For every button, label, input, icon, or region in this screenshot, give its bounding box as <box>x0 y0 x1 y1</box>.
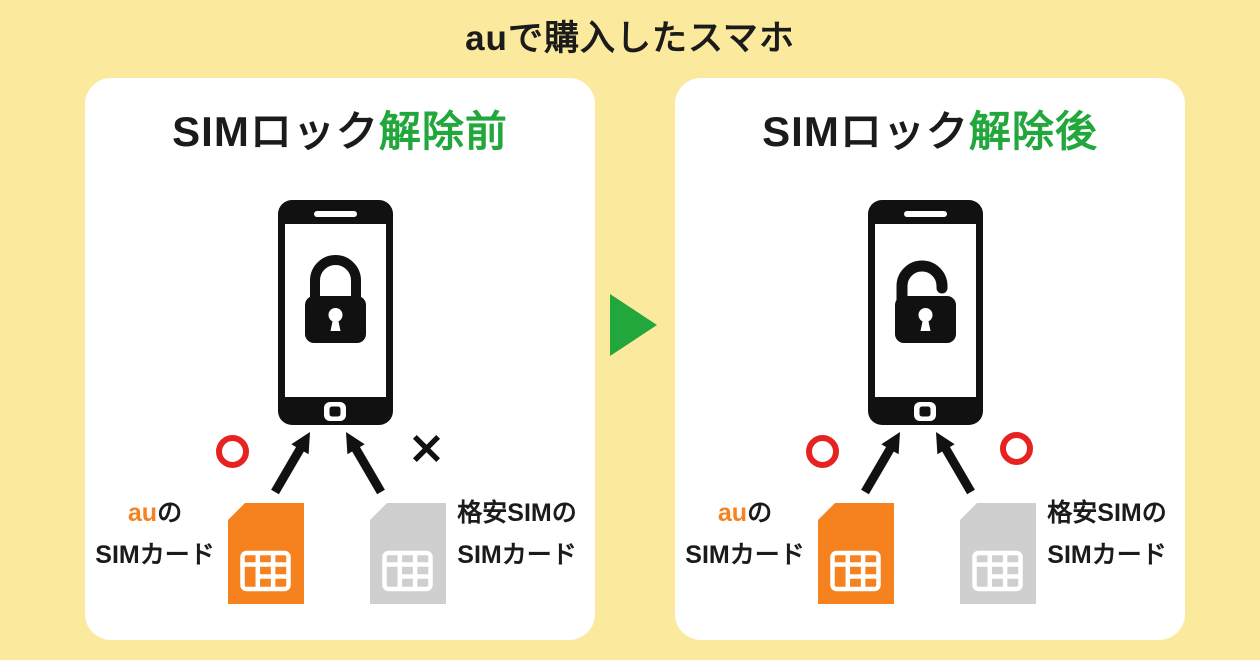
panel-after-unlock: SIMロック解除後 <box>675 78 1185 640</box>
au-sim-label-line2: SIMカード <box>95 541 215 569</box>
cheap-sim-card-icon <box>960 503 1036 604</box>
au-sim-label-particle: の <box>157 499 183 527</box>
closed-padlock-icon <box>305 255 366 343</box>
au-sim-card-icon <box>818 503 894 604</box>
au-sim-label: auの SIMカード <box>678 492 812 576</box>
cheap-sim-label-line1: 格安SIMの <box>1047 499 1167 527</box>
sim-insert-arrows <box>861 432 975 495</box>
sim-insert-arrows <box>271 432 385 495</box>
au-sim-label-line1: auの <box>88 492 222 534</box>
au-sim-card-icon <box>228 503 304 604</box>
panel-after-title-black: SIMロック <box>762 108 969 155</box>
au-sim-label: auの SIMカード <box>88 492 222 576</box>
page-title: auで購入したスマホ <box>465 19 795 58</box>
smartphone-locked-icon <box>278 200 393 425</box>
cheap-sim-label-line2: SIMカード <box>1047 541 1167 569</box>
au-brand-text: au <box>717 499 748 527</box>
before-to-after-arrow-icon <box>610 294 657 356</box>
au-brand-text: au <box>127 499 158 527</box>
cheap-sim-card-icon <box>370 503 446 604</box>
panel-before-unlock: SIMロック解除前 <box>85 78 595 640</box>
au-sim-label-line1: auの <box>678 492 812 534</box>
ok-circle-mark <box>806 435 839 468</box>
cheap-sim-label-line1: 格安SIMの <box>457 499 577 527</box>
ng-cross-mark <box>410 432 443 465</box>
panel-before-title-green: 解除前 <box>378 108 508 155</box>
cheap-sim-label-line2: SIMカード <box>457 541 577 569</box>
cheap-sim-label: 格安SIMの SIMカード <box>1037 492 1177 576</box>
panel-after-title-green: 解除後 <box>968 108 1098 155</box>
ok-circle-mark <box>1000 432 1033 465</box>
panel-before-title: SIMロック解除前 <box>85 98 595 159</box>
smartphone-unlocked-icon <box>868 200 983 425</box>
panel-before-title-black: SIMロック <box>172 108 379 155</box>
panel-after-title: SIMロック解除後 <box>675 98 1185 159</box>
ok-circle-mark <box>216 435 249 468</box>
au-sim-label-particle: の <box>747 499 773 527</box>
cheap-sim-label: 格安SIMの SIMカード <box>447 492 587 576</box>
open-padlock-icon <box>895 260 956 343</box>
au-sim-label-line2: SIMカード <box>685 541 805 569</box>
